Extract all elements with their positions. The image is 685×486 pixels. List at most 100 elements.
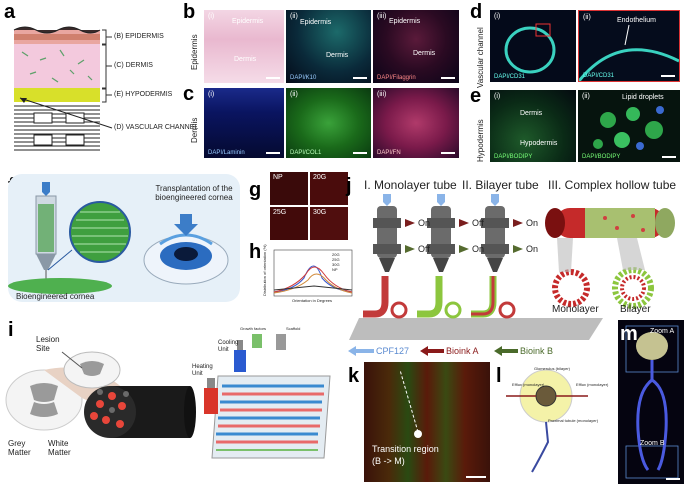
e-ii-stain: DAPI/BODIPY	[582, 154, 621, 160]
b-i-dermis: Dermis	[234, 56, 257, 63]
h-xlabel: Orientation in Degrees	[292, 298, 333, 303]
l-efflux-left: Efflux (monolayer)	[512, 382, 545, 387]
m-zoom-b: Zoom B	[640, 440, 665, 447]
b-ii-dermis: Dermis	[326, 52, 349, 59]
i-grey-label: Grey Matter	[8, 439, 31, 457]
j-on-3: On	[526, 218, 539, 228]
e-image-ii: (ii) Lipid droplets DAPI/BODIPY	[578, 90, 680, 162]
panel-label-a: a	[4, 1, 16, 23]
m-image: m Zoom A Zoom B	[618, 320, 684, 484]
e-i-label: (i)	[494, 93, 501, 100]
lipid-droplets	[593, 106, 664, 150]
e-i-stain: DAPI/BODIPY	[494, 154, 533, 160]
e-image-i: (i) Dermis Hypodermis DAPI/BODIPY	[490, 90, 576, 162]
scale-bar	[466, 476, 486, 478]
panel-label-g: g	[249, 179, 262, 201]
h-legend-3: NP	[332, 267, 338, 272]
b-image-iii: (iii) Epidermis Dermis DAPI/Filaggrin	[373, 10, 459, 83]
j-off-1: Off	[418, 244, 430, 254]
j-monolayer-label: Monolayer	[552, 304, 599, 315]
b-image-ii: (ii) Epidermis Dermis DAPI/K10	[286, 10, 371, 83]
i-scaffold-label: Scaffold	[286, 326, 301, 331]
label-epidermis: (B) EPIDERMIS	[114, 33, 164, 40]
f-transplant-label: Transplantation of the bioengineered cor…	[155, 184, 233, 203]
g-image-20g: 20G	[310, 172, 348, 205]
i-lesion-label: Lesion Site	[36, 335, 60, 353]
cornea-printing-diagram	[8, 174, 240, 302]
scale-bar	[266, 77, 280, 79]
b-i-label: (i)	[208, 13, 215, 20]
label-dermis: (C) DERMIS	[114, 62, 153, 69]
d-i-label: (i)	[494, 13, 501, 20]
f-cornea-label: Bioengineered cornea	[16, 292, 95, 301]
h-ylabel: Distribution of orientation (%)	[262, 244, 267, 296]
d-ii-endothelium: Endothelium	[617, 17, 656, 24]
j-title-complex: III. Complex hollow tube	[548, 178, 677, 192]
d-image-ii: (ii) Endothelium DAPI/CD31	[578, 10, 680, 82]
panel-label-k: k	[348, 365, 360, 387]
c-image-ii: (ii) DAPI/COL1	[286, 88, 371, 158]
scale-bar	[266, 152, 280, 154]
g-image-30g: 30G	[310, 207, 348, 240]
c-iii-stain: DAPI/FN	[377, 150, 401, 156]
panel-label-d: d	[470, 1, 483, 23]
j-cpf127-legend: CPF127	[376, 346, 410, 356]
b-i-epidermis: Epidermis	[232, 18, 264, 25]
side-label-hypodermis: Hypodermis	[476, 119, 485, 162]
k-image: Transition region (B -> M)	[364, 362, 490, 482]
nephron-diagram	[506, 369, 588, 473]
b-iii-stain: DAPI/Filaggrin	[377, 75, 416, 81]
b-iii-dermis: Dermis	[413, 50, 436, 57]
e-i-dermis: Dermis	[520, 110, 543, 117]
panel-label-h: h	[249, 241, 262, 263]
scale-bar	[441, 77, 455, 79]
j-on-4: On	[526, 244, 539, 254]
b-iii-epidermis: Epidermis	[389, 18, 421, 25]
c-i-stain: DAPI/Laminin	[208, 150, 245, 156]
scale-bar	[441, 152, 455, 154]
spinal-cord-diagram	[5, 334, 331, 459]
i-growth-label: Growth factors	[240, 326, 267, 331]
panel-label-b: b	[183, 1, 196, 23]
b-ii-label: (ii)	[290, 13, 298, 20]
b-iii-label: (iii)	[377, 13, 387, 20]
j-bioink-b-legend: Bioink B	[520, 346, 554, 356]
i-white-label: White Matter	[48, 439, 71, 457]
scale-bar	[353, 77, 367, 79]
g-label-30g: 30G	[313, 209, 327, 216]
c-iii-label: (iii)	[377, 91, 387, 98]
panel-label-c: c	[183, 83, 195, 105]
j-title-bilayer: II. Bilayer tube	[462, 178, 539, 192]
g-label-20g: 20G	[313, 174, 327, 181]
e-i-hypodermis: Hypodermis	[520, 140, 558, 147]
side-label-vascular-channel: Vascular channel	[476, 27, 485, 88]
m-zoom-a: Zoom A	[650, 328, 675, 335]
h-legend-2: 30G	[332, 262, 340, 267]
d-image-i: (i) DAPI/CD31	[490, 10, 576, 82]
j-off-2: Off	[472, 218, 484, 228]
scale-bar	[666, 478, 680, 480]
panel-f: Transplantation of the bioengineered cor…	[0, 170, 246, 308]
panel-a: a	[0, 0, 200, 160]
skin-layers-diagram	[13, 26, 113, 154]
side-label-dermis: Dermis	[190, 117, 199, 143]
g-image-np: NP	[270, 172, 308, 205]
j-legend-arrows	[348, 346, 518, 356]
panel-label-e: e	[470, 85, 482, 107]
b-image-i: (i) Epidermis Dermis	[204, 10, 284, 83]
scale-bar	[661, 75, 675, 77]
d-ii-stain: DAPI/CD31	[583, 73, 615, 79]
c-i-label: (i)	[208, 91, 215, 98]
i-cooling-label: Cooling Unit	[218, 340, 239, 353]
h-legend-0: 20G	[332, 252, 340, 257]
endothelium-arc	[579, 24, 679, 81]
label-vascular-channel: (D) VASCULAR CHANNEL	[114, 124, 199, 131]
m-vessel-tree	[625, 325, 679, 479]
h-legend-1: 25G	[332, 257, 340, 262]
k-region-label: Transition region	[372, 444, 439, 454]
label-hypodermis: (E) HYPODERMIS	[114, 91, 173, 98]
e-ii-lipid: Lipid droplets	[622, 94, 664, 101]
c-ii-stain: DAPI/COL1	[290, 150, 322, 156]
j-on-2: On	[472, 244, 485, 254]
d-i-stain: DAPI/CD31	[494, 74, 526, 80]
